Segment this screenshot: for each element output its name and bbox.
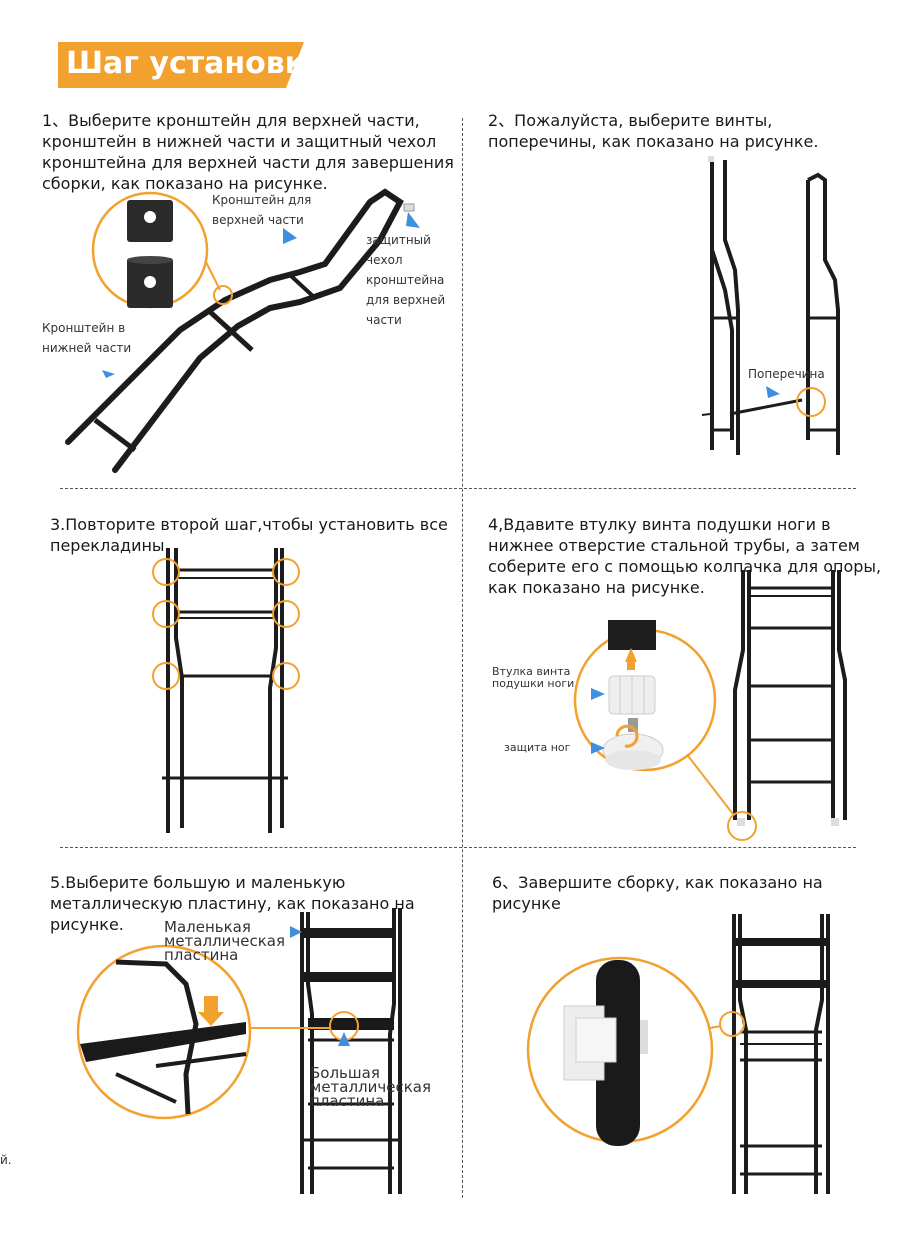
label-large-plate: Большая металлическая пластина bbox=[310, 1064, 432, 1110]
title-banner-shape bbox=[58, 42, 304, 88]
label-lower-bracket: Кронштейн в нижней части bbox=[42, 321, 132, 355]
label-upper-bracket: Кронштейн для верхней части bbox=[212, 193, 312, 227]
step-3-text: 3.Повторите второй шаг,чтобы установить … bbox=[50, 515, 448, 555]
step-1-text: 1、Выберите кронштейн для верхней части, … bbox=[42, 111, 454, 193]
step-5-text: 5.Выберите большую и маленькую металличе… bbox=[50, 873, 415, 934]
label-small-plate: Маленькая металлическая пластина bbox=[164, 918, 286, 964]
label-crossbar: Поперечина bbox=[748, 367, 825, 381]
step-4-text: 4,Вдавите втулку винта подушки ноги в ни… bbox=[488, 515, 882, 597]
step-6-text: 6、Завершите сборку, как показано на рису… bbox=[492, 873, 823, 913]
label-bushing: Втулка винта подушки ноги bbox=[492, 665, 575, 690]
page-title: Шаг установки bbox=[66, 46, 327, 81]
step-5-figure bbox=[76, 908, 402, 1194]
label-cap: защитный чехол кронштейна для верхней ча… bbox=[366, 233, 446, 327]
edge-fragment: й. bbox=[0, 1153, 12, 1167]
vertical-divider bbox=[462, 118, 463, 1198]
step-2-figure bbox=[701, 156, 840, 455]
step-3-figure bbox=[152, 548, 300, 833]
step-1-figure bbox=[65, 188, 420, 473]
label-foot: защита ног bbox=[504, 741, 571, 754]
step-6-figure bbox=[526, 914, 830, 1194]
step-4-figure bbox=[573, 570, 847, 841]
title-banner: Шаг установки bbox=[58, 42, 326, 88]
horizontal-divider-2 bbox=[60, 847, 856, 848]
step-2-text: 2、Пожалуйста, выберите винты, поперечины… bbox=[488, 111, 819, 151]
horizontal-divider-1 bbox=[60, 488, 856, 489]
